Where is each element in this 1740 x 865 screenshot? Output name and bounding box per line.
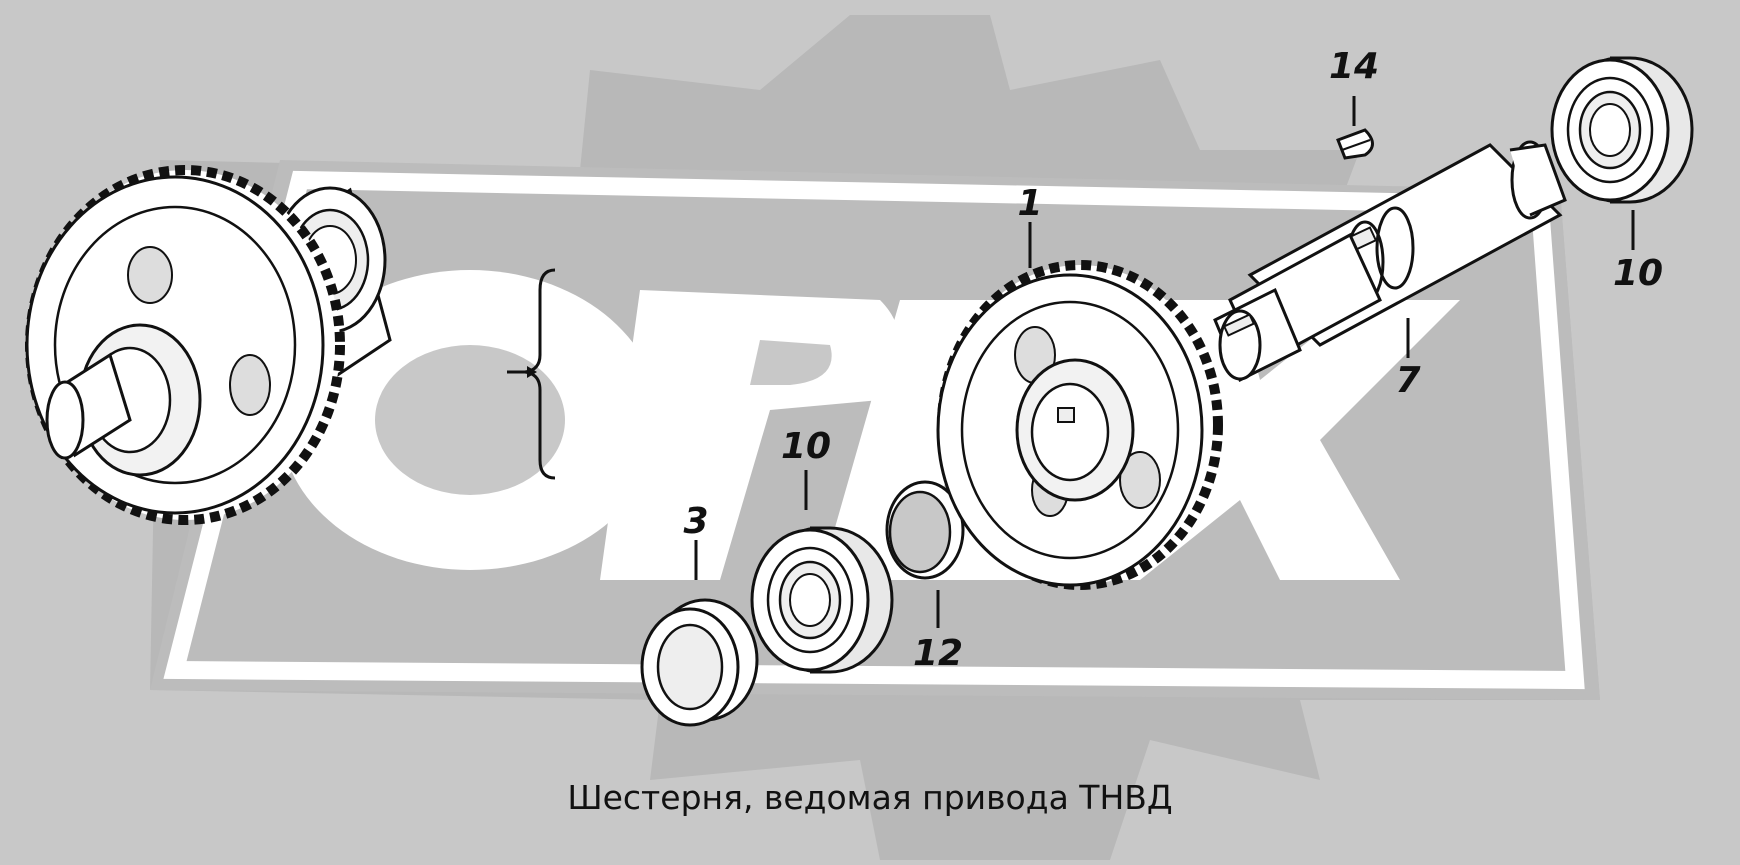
callout-14: 14 bbox=[1329, 46, 1379, 87]
part-12-washer bbox=[885, 480, 965, 580]
callout-3: 3 bbox=[683, 501, 708, 542]
leader-lines bbox=[694, 96, 1635, 628]
callout-1: 1 bbox=[1017, 183, 1042, 224]
part-14-key bbox=[1336, 128, 1374, 160]
callout-10-right: 10 bbox=[1613, 253, 1663, 294]
part-7-shaft bbox=[1213, 140, 1567, 383]
assembled-gear bbox=[25, 165, 345, 525]
watermark-logo bbox=[150, 15, 1600, 860]
part-10-bearing-middle bbox=[750, 526, 894, 674]
part-10-bearing-right bbox=[1550, 56, 1694, 204]
part-3-spacer bbox=[640, 598, 759, 727]
part-1-driven-gear bbox=[936, 260, 1223, 590]
callout-12: 12 bbox=[913, 633, 963, 674]
diagram-caption: Шестерня, ведомая привода ТНВД bbox=[567, 778, 1173, 817]
callout-labels: 1 3 7 10 10 12 14 bbox=[683, 46, 1663, 674]
callout-10-middle: 10 bbox=[781, 426, 831, 467]
callout-7: 7 bbox=[1395, 360, 1420, 401]
assembly-brace bbox=[507, 268, 556, 480]
